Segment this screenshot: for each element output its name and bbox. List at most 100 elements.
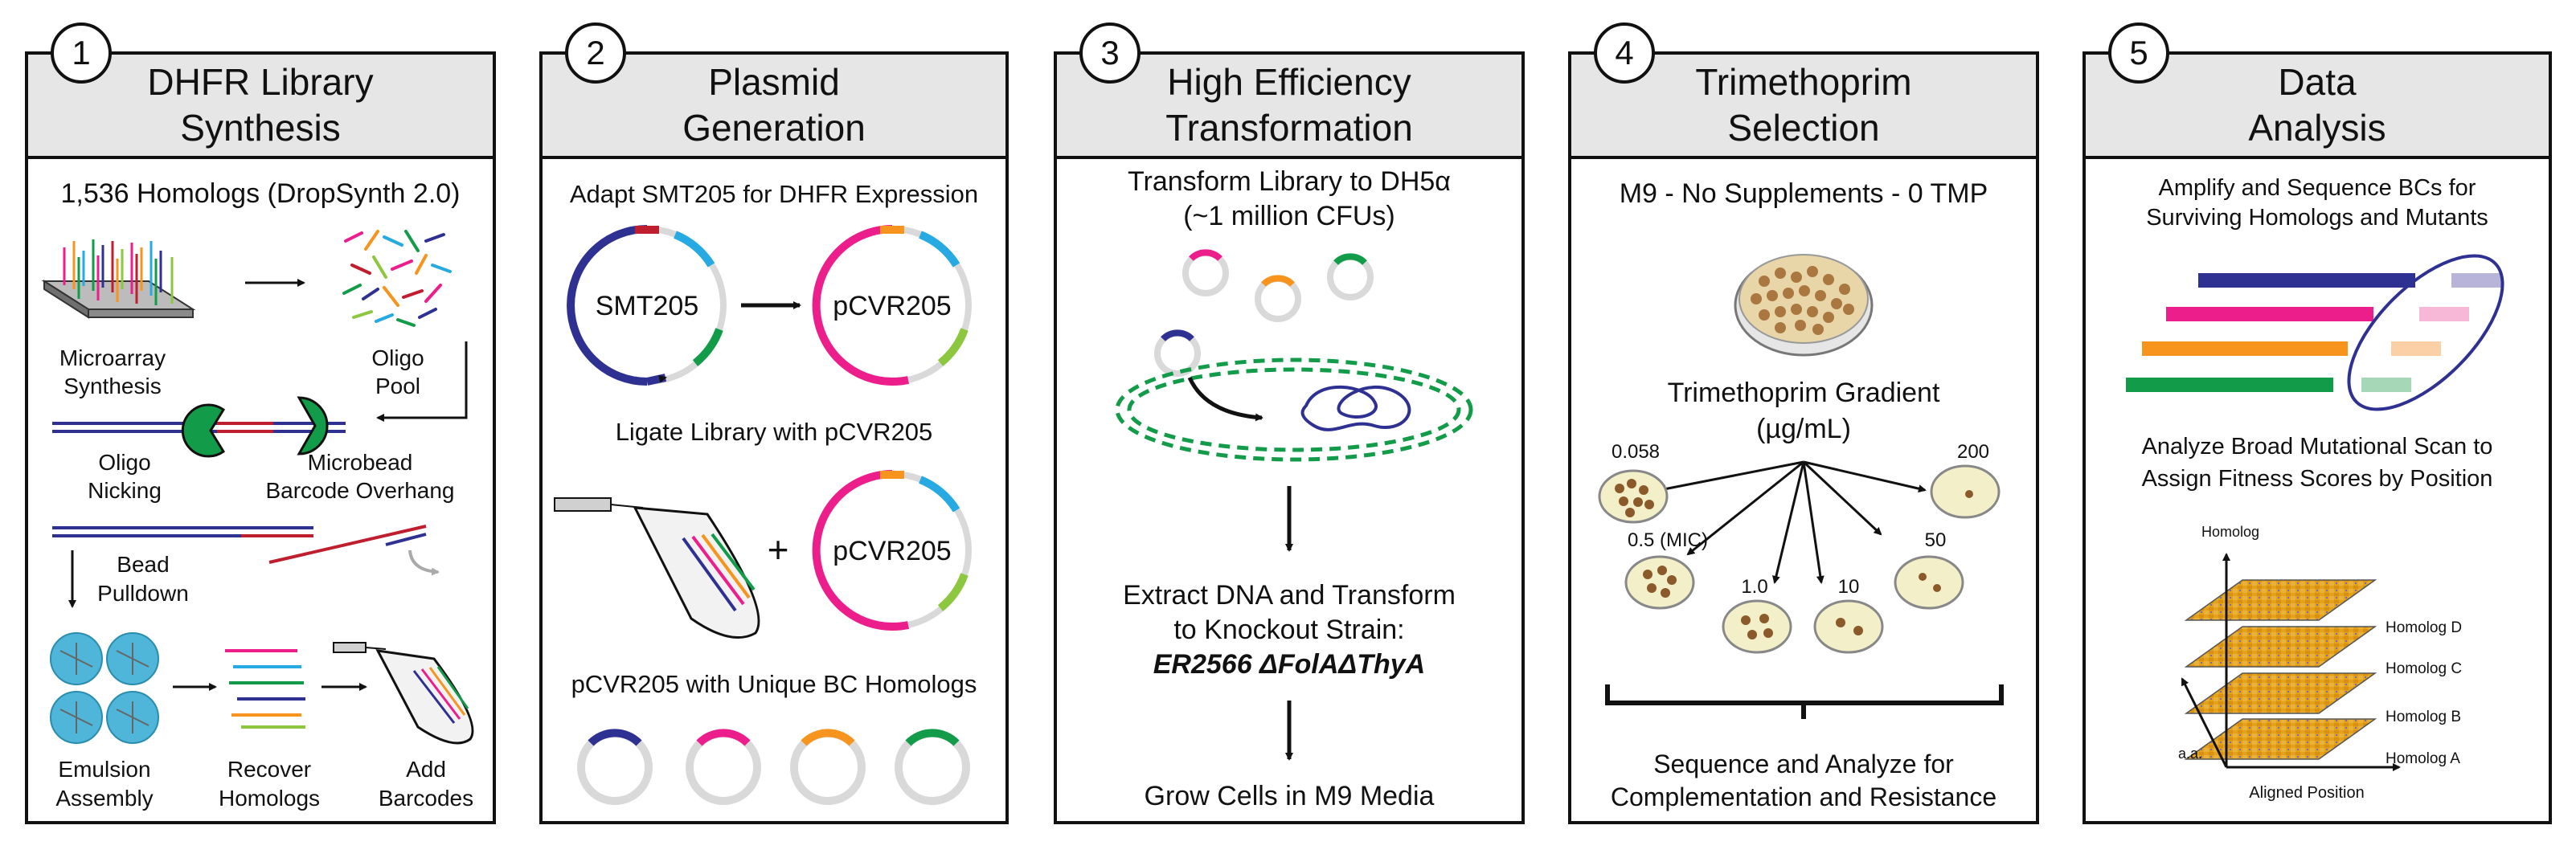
gradient-plates	[1598, 464, 2001, 654]
panel-4: 4 Trimethoprim Selection M9 - No Supplem…	[1568, 22, 2039, 824]
panel-1: 1 DHFR Library Synthesis 1,536 Homologs …	[25, 22, 496, 824]
aa-axis	[2181, 677, 2228, 768]
label-emulsion-2: Assembly	[55, 786, 153, 811]
barcoded-plasmids	[577, 729, 970, 805]
panel-3-header	[1057, 55, 1521, 157]
panel-2-title-line2: Generation	[682, 107, 866, 149]
layer-label: Homolog C	[2386, 660, 2462, 677]
concentration-label: 0.5 (MIC)	[1628, 529, 1708, 551]
plus-sign: +	[768, 529, 789, 570]
label-microarray-2: Synthesis	[63, 374, 161, 398]
label-microbead-2: Barcode Overhang	[265, 478, 454, 503]
label-recover-2: Homologs	[219, 786, 320, 811]
final-step-2: Complementation and Resistance	[1611, 782, 1997, 811]
step-analyze-1: Analyze Broad Mutational Scan to	[2142, 434, 2493, 460]
panel-1-title-line1: DHFR Library	[147, 61, 373, 103]
small-plasmids	[1154, 249, 1374, 377]
recovered-homologs	[225, 649, 305, 729]
label-pulldown-2: Pulldown	[97, 581, 189, 606]
gradient-label-1: Trimethoprim Gradient	[1668, 378, 1940, 408]
layer-label: Homolog A	[2386, 750, 2460, 767]
panel-5-header	[2086, 55, 2549, 157]
panel-1-title-line2: Synthesis	[180, 107, 340, 149]
step-adapt: Adapt SMT205 for DHFR Expression	[570, 180, 978, 208]
panel-4-header	[1571, 55, 2036, 157]
panel-2-title-line1: Plasmid	[708, 61, 840, 103]
step-transform-1: Transform Library to DH5α	[1128, 166, 1451, 197]
label-pulldown-1: Bead	[117, 552, 169, 577]
label-emulsion-1: Emulsion	[58, 757, 150, 782]
step-extract-2: to Knockout Strain:	[1173, 615, 1404, 645]
tube-icon	[554, 497, 760, 639]
label-microbead-1: Microbead	[308, 450, 413, 475]
panel-5-number: 5	[2129, 34, 2148, 71]
microbead-icon	[297, 396, 329, 456]
step-transform-2: (~1 million CFUs)	[1183, 201, 1395, 231]
final-step-1: Sequence and Analyze for	[1653, 750, 1954, 778]
panel-2-header	[543, 55, 1005, 157]
step-number-badge	[565, 22, 626, 84]
gradient-label-2: (µg/mL)	[1756, 414, 1851, 444]
nicking-enzyme-icon	[181, 403, 226, 458]
concentration-label: 50	[1925, 529, 1947, 551]
microarray-illustration	[41, 239, 196, 319]
axis-homolog-label: Homolog	[2201, 524, 2259, 540]
grouping-bracket	[1605, 684, 2004, 719]
label-add-1: Add	[406, 757, 446, 782]
step-unique: pCVR205 with Unique BC Homologs	[571, 670, 977, 698]
step-amplify-2: Surviving Homologs and Mutants	[2146, 205, 2488, 231]
panel-5-title-line2: Analysis	[2248, 107, 2386, 149]
condition-label: M9 - No Supplements - 0 TMP	[1620, 178, 1988, 209]
label-oligo-pool-1: Oligo	[371, 345, 424, 370]
concentration-label: 1.0	[1741, 576, 1767, 598]
gradient-arrows	[1658, 460, 1927, 584]
layer-label: Homolog B	[2386, 709, 2461, 725]
plasmid-pcvr205-label: pCVR205	[833, 291, 951, 321]
panel-4-frame	[1568, 51, 2039, 824]
panel-1-subtitle: 1,536 Homologs (DropSynth 2.0)	[60, 178, 460, 209]
step-ligate: Ligate Library with pCVR205	[616, 418, 933, 446]
step-amplify-1: Amplify and Sequence BCs for	[2159, 175, 2476, 201]
panel-2: 2 Plasmid Generation Adapt SMT205 for DH…	[539, 22, 1009, 824]
plasmid-pcvr205-2	[812, 470, 972, 631]
step-extract-1: Extract DNA and Transform	[1123, 580, 1456, 611]
step-analyze-2: Assign Fitness Scores by Position	[2142, 466, 2493, 492]
panel-3-number: 3	[1100, 34, 1119, 71]
panel-3-title-line1: High Efficiency	[1167, 61, 1411, 103]
panel-4-title-line2: Selection	[1727, 107, 1879, 149]
nicking-illustration	[52, 396, 346, 458]
cell-illustration	[1115, 357, 1473, 462]
plasmid-smt205	[567, 225, 727, 386]
label-oligo-pool-2: Pool	[375, 374, 420, 398]
step-number-badge	[51, 22, 112, 84]
label-nicking-1: Oligo	[98, 450, 150, 475]
panel-4-number: 4	[1615, 34, 1633, 71]
concentration-label: 10	[1838, 576, 1860, 598]
panel-5-title-line1: Data	[2278, 61, 2357, 103]
knockout-strain: ER2566 ΔFolAΔThyA	[1153, 649, 1426, 680]
panel-3-frame	[1054, 51, 1525, 824]
axis-position-label: Aligned Position	[2249, 784, 2364, 802]
step-number-badge	[1079, 22, 1141, 84]
plasmid-pcvr205	[812, 225, 972, 386]
label-add-2: Barcodes	[379, 786, 473, 811]
fitness-heatmap-stack	[2184, 579, 2377, 760]
step-grow: Grow Cells in M9 Media	[1145, 781, 1435, 811]
plasmid-smt205-label: SMT205	[596, 291, 699, 321]
mutant-selection-ellipse	[2347, 254, 2504, 411]
concentration-label: 200	[1957, 441, 1989, 463]
panel-1-header	[28, 55, 493, 157]
label-microarray-1: Microarray	[59, 345, 166, 370]
panel-2-number: 2	[586, 34, 604, 71]
concentration-label: 0.058	[1612, 441, 1660, 463]
control-plate	[1734, 254, 1874, 357]
panel-5: 5 Data Analysis Amplify and Sequence BCs…	[2083, 22, 2552, 824]
panel-3: 3 High Efficiency Transformation Transfo…	[1054, 22, 1525, 824]
panel-2-frame	[539, 51, 1009, 824]
plasmid-pcvr205-label-2: pCVR205	[833, 536, 951, 566]
tube-icon	[333, 642, 474, 745]
label-nicking-2: Nicking	[88, 478, 162, 503]
step-number-badge	[2108, 22, 2169, 84]
label-recover-1: Recover	[227, 757, 311, 782]
